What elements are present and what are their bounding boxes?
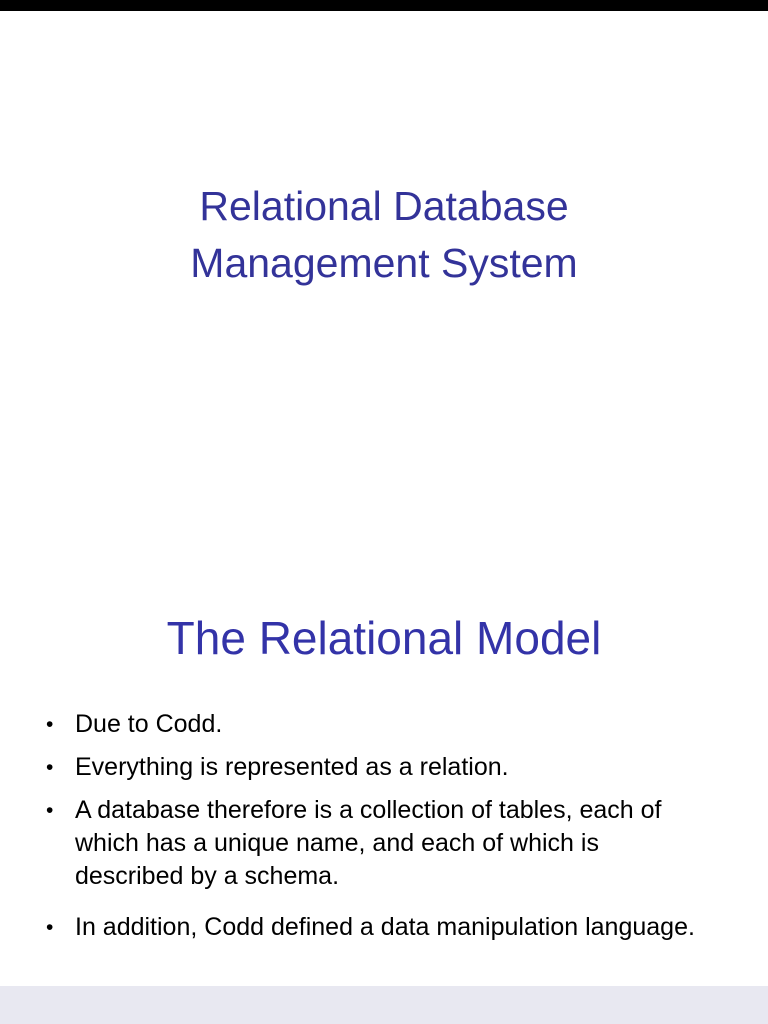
bullet-item: In addition, Codd defined a data manipul… (46, 911, 768, 944)
bullet-text: In addition, Codd defined a data manipul… (75, 913, 695, 942)
bullet-text: Due to Codd. (75, 710, 223, 739)
top-bar (0, 0, 768, 11)
bullet-icon (46, 708, 75, 741)
bullet-list: Due to Codd. Everything is represented a… (46, 708, 768, 944)
bullet-item: Due to Codd. (46, 708, 768, 741)
bottom-bar (0, 986, 768, 1024)
bullet-text: A database therefore is a collection of … (75, 796, 662, 891)
slide-title: Relational Database Management System (0, 0, 768, 291)
bullet-icon (46, 794, 75, 827)
slide-title-line-2: Management System (190, 239, 578, 286)
bullet-item: Everything is represented as a relation. (46, 751, 768, 784)
bullet-item: A database therefore is a collection of … (46, 794, 768, 893)
slide-title-line-1: Relational Database (199, 183, 569, 229)
bullet-icon (46, 911, 75, 944)
bullet-text: Everything is represented as a relation. (75, 753, 509, 782)
section-title: The Relational Model (166, 612, 602, 665)
bullet-icon (46, 751, 75, 784)
